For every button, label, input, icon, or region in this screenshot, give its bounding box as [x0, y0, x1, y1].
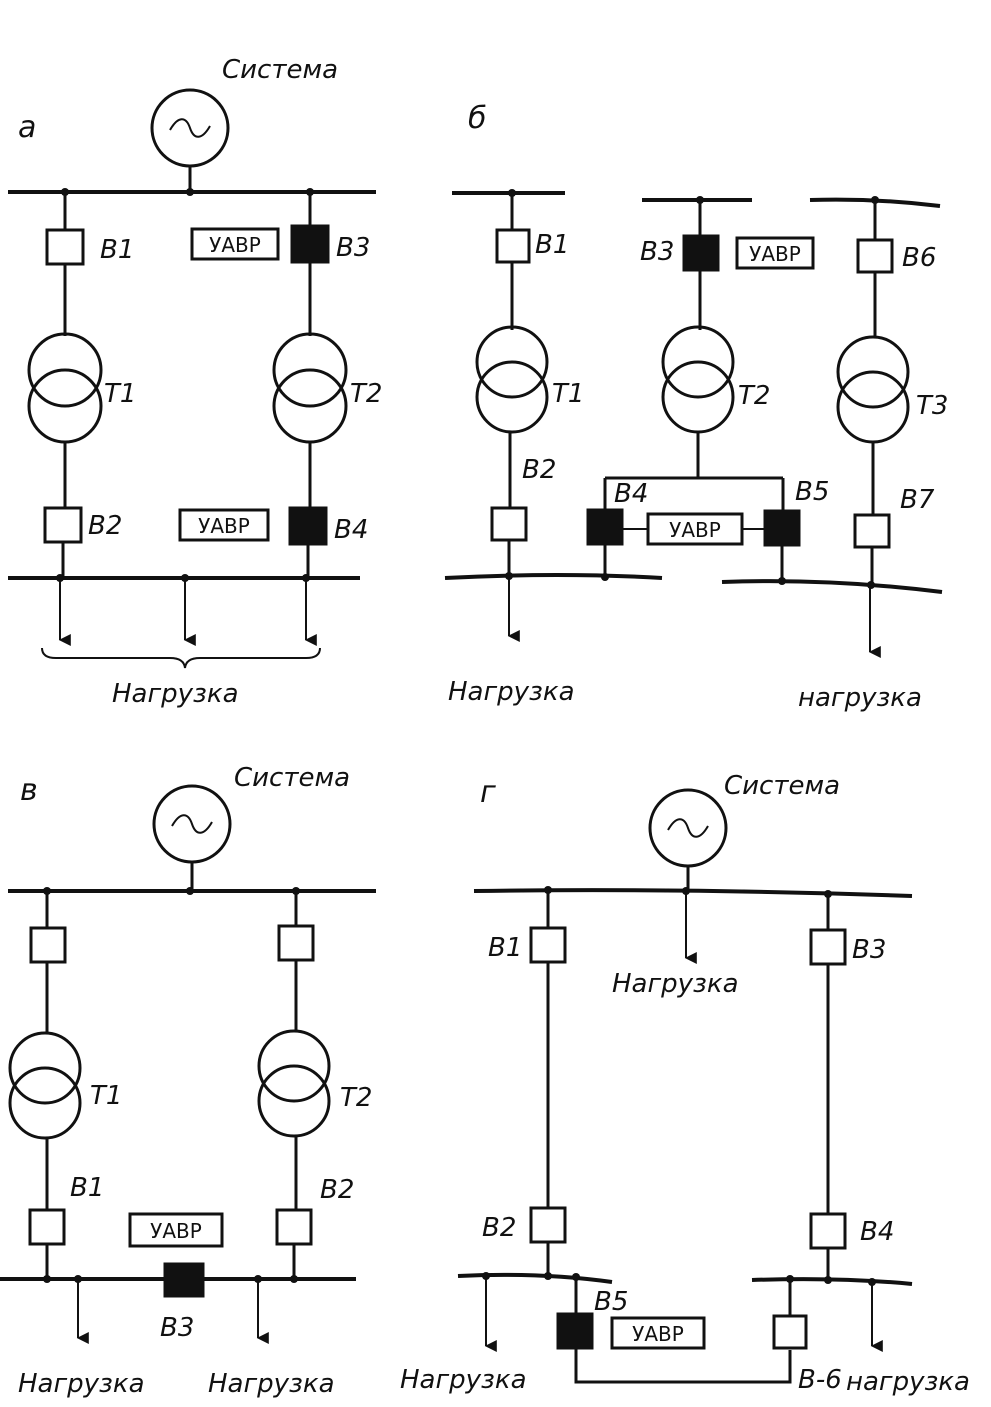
panel-b-uavr-label-top: УАВР [749, 242, 801, 266]
panel-g-breaker-b4 [809, 1212, 847, 1250]
panel-b-b1-label: В1 [535, 230, 569, 260]
panel-a-breaker-b1 [45, 228, 85, 266]
panel-b-t2-label: Т2 [738, 381, 770, 411]
panel-g-b3-label: В3 [852, 935, 886, 965]
panel-g-breaker-b3 [809, 928, 847, 966]
panel-a-uavr-box-top [190, 227, 280, 261]
panel-a-b2-label: В2 [88, 511, 122, 541]
panel-a-breaker-b4 [288, 506, 328, 546]
panel-a-uavr-box-bottom [178, 508, 270, 542]
panel-b-breaker-b2 [490, 506, 528, 542]
panel-v-b2-label: В2 [320, 1175, 354, 1205]
panel-v-transformer-t2-icon [257, 1029, 331, 1138]
panel-g-load-label-right: нагрузка [846, 1367, 970, 1397]
panel-g-load-label-top: Нагрузка [612, 969, 739, 999]
panel-v-uavr-box [128, 1212, 224, 1248]
panel-b-uavr-box-top [735, 236, 815, 270]
panel-b: б В1 Т1 В2 В3 УАВР Т2 [444, 101, 948, 713]
panel-g-breaker-b5 [556, 1312, 594, 1350]
panel-g-breaker-b6 [772, 1314, 808, 1350]
panel-g-generator-icon [648, 788, 728, 868]
panel-b-b2-label: В2 [522, 455, 556, 485]
panel-a-system-label: Система [222, 55, 338, 85]
panel-b-breaker-b3 [682, 234, 720, 272]
panel-b-b3-label: В3 [640, 237, 674, 267]
panel-a-transformer-t2-icon [272, 332, 348, 444]
panel-v: в Система Т1 В1 Т2 В2 [0, 763, 376, 1399]
panel-g-top-bus [473, 888, 913, 898]
panel-b-uavr-label-bottom: УАВР [669, 518, 721, 542]
panel-v-system-label: Система [234, 763, 350, 793]
panel-b-b6-label: В6 [902, 243, 936, 273]
panel-v-load-label-2: Нагрузка [208, 1369, 335, 1399]
panel-v-breaker-top-right [277, 924, 315, 962]
panel-v-breaker-b1 [28, 1208, 66, 1246]
panel-v-generator-icon [152, 784, 232, 864]
panel-g-uavr-box [610, 1316, 706, 1350]
panel-v-breaker-b3 [163, 1262, 205, 1298]
panel-v-breaker-b2 [275, 1208, 313, 1246]
panel-a-t1-label: Т1 [104, 379, 136, 409]
panel-b-breaker-b5 [763, 509, 801, 547]
panel-b-b4-label: В4 [614, 479, 648, 509]
panel-a-breaker-b2 [43, 506, 83, 544]
panel-g-system-label: Система [724, 771, 840, 801]
panel-g-b1-label: В1 [488, 933, 522, 963]
panel-g-bottom-bus-left [457, 1272, 613, 1284]
panel-a-breaker-b3 [290, 224, 330, 264]
panel-g-b5-label: В5 [594, 1287, 628, 1317]
panel-g-breaker-b1 [529, 926, 567, 964]
panel-a-b1-label: В1 [100, 235, 134, 265]
panel-g-uavr-label: УАВР [632, 1322, 684, 1346]
panel-b-bottom-bus-2 [721, 579, 943, 594]
panel-g-b6-label: В-6 [798, 1365, 842, 1395]
panel-v-load-label-1: Нагрузка [18, 1369, 145, 1399]
panel-a-t2-label: Т2 [350, 379, 382, 409]
panel-a-b4-label: В4 [334, 515, 368, 545]
panel-a-b3-label: В3 [336, 233, 370, 263]
panel-b-b5-label: В5 [795, 477, 829, 507]
panel-v-b1-label: В1 [70, 1173, 104, 1203]
panel-b-load-label-2: нагрузка [798, 683, 922, 713]
panel-b-b7-label: В7 [900, 485, 935, 515]
panel-b-breaker-b7 [853, 513, 891, 549]
panel-g-b2-label: В2 [482, 1213, 516, 1243]
panel-v-uavr-label: УАВР [150, 1219, 202, 1243]
panel-g: г Система Нагрузка В1 В2 В3 В4 [400, 771, 970, 1397]
panel-a-uavr-label-top: УАВР [209, 233, 261, 257]
panel-b-load-label-1: Нагрузка [448, 677, 575, 707]
panel-b-transformer-t1-icon [475, 325, 549, 434]
panel-b-uavr-box-bottom [646, 512, 744, 546]
panel-g-bottom-bus-right [751, 1277, 913, 1286]
panel-g-b4-label: В4 [860, 1217, 894, 1247]
panel-v-letter: в [20, 773, 38, 808]
panel-a-transformer-t1-icon [27, 332, 103, 444]
panel-v-t1-label: Т1 [90, 1081, 122, 1111]
panel-v-breaker-top-left [29, 926, 67, 964]
panel-a-uavr-label-bottom: УАВР [198, 514, 250, 538]
panel-a: а Система В1 Т1 В2 В3 УАВР [8, 55, 382, 709]
panel-a-generator-icon [150, 88, 230, 168]
panel-a-letter: а [18, 110, 36, 145]
panel-g-breaker-b2 [529, 1206, 567, 1244]
panel-b-bottom-bus-1 [444, 573, 663, 580]
panel-a-load-brace [41, 647, 321, 669]
panel-g-letter: г [480, 775, 496, 810]
panel-b-transformer-t3-icon [836, 335, 910, 444]
panel-b-breaker-b6 [856, 238, 894, 274]
panel-b-breaker-b1 [495, 228, 531, 264]
panel-v-t2-label: Т2 [340, 1083, 372, 1113]
panel-b-transformer-t2-icon [661, 325, 735, 434]
panel-b-letter: б [468, 101, 487, 136]
panel-g-load-label-left: Нагрузка [400, 1365, 527, 1395]
panel-b-breaker-b4 [586, 508, 624, 546]
panel-v-transformer-t1-icon [8, 1031, 82, 1140]
panel-b-t3-label: Т3 [916, 391, 948, 421]
panel-b-t1-label: Т1 [552, 379, 584, 409]
panel-v-b3-label: В3 [160, 1313, 194, 1343]
panel-a-load-label: Нагрузка [112, 679, 239, 709]
